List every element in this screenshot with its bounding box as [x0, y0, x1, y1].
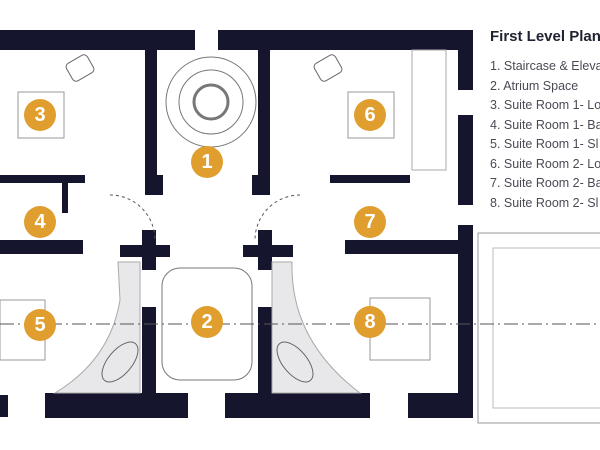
balcony	[477, 232, 600, 424]
legend-item: 4. Suite Room 1- Ba	[490, 117, 600, 132]
marker-6: 6	[354, 99, 386, 131]
legend-item: 3. Suite Room 1- Lo	[490, 98, 600, 112]
legend-item: 5. Suite Room 1- Sl	[490, 137, 599, 151]
bath-area-left	[53, 261, 141, 394]
legend-item: 6. Suite Room 2- Lo	[490, 156, 600, 171]
marker-3: 3	[24, 99, 56, 131]
marker-2: 2	[191, 306, 223, 338]
legend-item: 8. Suite Room 2- Sl	[490, 195, 599, 210]
walls	[0, 30, 473, 418]
marker-7: 7	[354, 206, 386, 238]
balcony-inner	[492, 247, 600, 409]
bath-area-right	[271, 261, 362, 394]
bathtub-icon	[276, 341, 314, 383]
legend-item: 1. Staircase & Eleva	[490, 59, 600, 73]
door-icon	[109, 194, 301, 241]
marker-4: 4	[24, 206, 56, 238]
legend-item: 7. Suite Room 2- Ba	[490, 176, 600, 190]
rug-icon	[347, 91, 395, 139]
chair-icon	[313, 54, 343, 82]
spiral-staircase-icon	[165, 56, 257, 148]
marker-5: 5	[24, 309, 56, 341]
legend-item: 2. Atrium Space	[490, 78, 579, 93]
marker-1: 1	[191, 146, 223, 178]
bathtub-icon	[101, 341, 139, 383]
marker-8: 8	[354, 306, 386, 338]
chair-icon	[65, 54, 95, 82]
legend: First Level Plan 1. Staircase & Eleva 2.…	[490, 28, 600, 213]
rug-icon	[17, 91, 65, 139]
legend-title: First Level Plan	[490, 28, 600, 45]
wardrobe-icon	[411, 49, 447, 171]
